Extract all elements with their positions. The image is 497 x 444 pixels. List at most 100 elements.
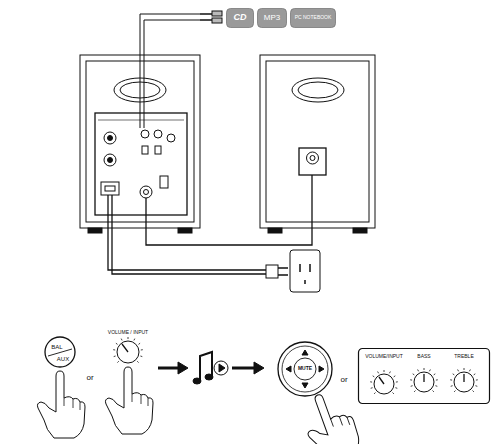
knob-tick (413, 374, 415, 375)
knob-tick (370, 381, 372, 382)
knob-tick (418, 370, 419, 372)
knob-tick (393, 393, 394, 394)
knob-tick (114, 356, 116, 358)
outlet-slots (300, 264, 310, 284)
source-icon: MP3 (257, 8, 287, 28)
panel-header (98, 120, 184, 121)
arrow-key (319, 366, 324, 372)
right-port (292, 78, 344, 102)
knob-tick (384, 370, 385, 372)
knob-tick (374, 393, 375, 394)
power-cord (108, 195, 266, 270)
foot (268, 228, 282, 233)
node-text: AUX (57, 356, 69, 362)
power-cord (112, 195, 266, 274)
treble-knob (454, 372, 474, 392)
node-text: TREBLE (454, 354, 473, 359)
panel-knob (104, 154, 116, 166)
terminal (310, 156, 315, 161)
knob-tick (139, 343, 141, 344)
knob-tick (451, 385, 453, 387)
outline (258, 9, 287, 28)
arrow-key (302, 383, 308, 388)
outline (227, 9, 254, 28)
music-play-icon (193, 352, 228, 384)
wall-outlet (290, 250, 320, 292)
knob-tick (469, 370, 470, 372)
speaker-terminal (144, 190, 149, 195)
knob-tick (117, 361, 118, 362)
knob-tick (411, 385, 413, 387)
source-icon: PC NOTEBOOK (290, 8, 336, 28)
knob-tick (424, 368, 425, 370)
foot (88, 228, 102, 233)
knob-tick (116, 343, 118, 344)
node-text: MUTE (298, 366, 312, 371)
center-button (294, 358, 316, 380)
volume-knob (117, 341, 139, 363)
arrow-key (302, 350, 308, 355)
pointing-hand (105, 367, 153, 434)
knob-pointer (122, 344, 128, 352)
audio-cable (144, 20, 200, 128)
knob-tick (394, 376, 396, 377)
right-speaker-cabinet (260, 55, 375, 228)
knob-tick (137, 361, 138, 362)
knob-pointer (379, 377, 384, 384)
foot (353, 228, 367, 233)
power-socket-inner (105, 186, 115, 191)
outline (359, 349, 490, 404)
knob-tick (378, 372, 379, 374)
speaker-terminal (140, 186, 152, 198)
node-text: CD (234, 13, 247, 22)
knob-tick (450, 379, 452, 380)
terminal-plate (299, 148, 326, 175)
knob-tick (396, 381, 398, 382)
knob-tick (140, 356, 142, 358)
knob-tick (429, 370, 430, 372)
panel-knob (108, 158, 113, 163)
knob-tick (458, 370, 459, 372)
rca-jack (154, 130, 162, 138)
jack (142, 146, 148, 154)
right-speaker-inner (266, 61, 369, 222)
flow-arrow (232, 367, 256, 370)
knob-tick (453, 374, 455, 375)
outline (291, 9, 336, 28)
speaker-cable (146, 175, 312, 245)
knob-tick (128, 337, 129, 339)
knob-tick (373, 376, 375, 377)
knob-tick (433, 391, 434, 392)
bal-aux-button: BAL AUX (44, 336, 76, 368)
volume-knob (374, 374, 394, 394)
panel-knob (108, 136, 113, 141)
knob-tick (371, 387, 373, 389)
panel-knob (104, 132, 116, 144)
hand-outline (105, 367, 153, 434)
ring (282, 346, 328, 392)
power-plug (266, 265, 278, 278)
knob-tick (454, 391, 455, 392)
knob-tick (473, 391, 474, 392)
knob-tick (436, 379, 438, 380)
knob-pointer (463, 374, 464, 382)
foot (178, 228, 192, 233)
outline (278, 342, 332, 396)
knob-tick (389, 372, 390, 374)
bass-knob (414, 372, 434, 392)
plug-prongs (278, 268, 288, 275)
knob-tick (141, 349, 143, 350)
arrow-key (286, 366, 291, 372)
rca-plug (212, 18, 222, 23)
terminal (307, 152, 319, 164)
hand-outline (37, 371, 85, 438)
knob-tick (133, 339, 135, 341)
node-text: BAL (51, 344, 62, 350)
node-text: BASS (417, 354, 430, 359)
flow-arrow (158, 367, 180, 370)
knob-tick (474, 374, 476, 375)
flow-arrow-head (254, 362, 264, 374)
source-icon: CD (226, 8, 254, 28)
node-text: VOLUME/INPUT (365, 354, 403, 359)
